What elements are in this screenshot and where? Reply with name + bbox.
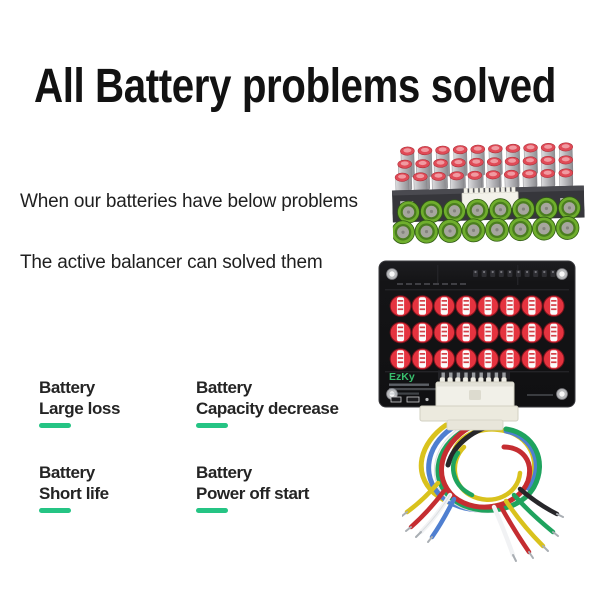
- green-underline: [196, 423, 228, 428]
- problem-line1: Battery: [196, 463, 252, 482]
- solder-pads: [397, 270, 556, 285]
- problem-line1: Battery: [39, 378, 95, 397]
- balancer-board-photo: EzKy: [378, 260, 576, 431]
- problem-line2: Large loss: [39, 399, 121, 418]
- wire-harness-photo: [402, 419, 564, 562]
- problem-line1: Battery: [196, 378, 252, 397]
- problem-line2: Power off start: [196, 484, 310, 503]
- bare-wire-tips: [402, 511, 564, 562]
- red-capacitor-grid: [389, 295, 565, 370]
- mount-holes: [386, 268, 568, 400]
- board-logo: EzKy: [389, 371, 415, 383]
- green-capacitor-rows: [391, 196, 581, 245]
- smd-components: [390, 396, 429, 403]
- intro-line-2: The active balancer can solved them: [20, 252, 323, 273]
- problem-line2: Capacity decrease: [196, 399, 339, 418]
- balancer-module-photo: [391, 142, 585, 245]
- green-underline: [39, 423, 71, 428]
- green-underline: [39, 508, 71, 513]
- problem-line2: Short life: [39, 484, 109, 503]
- white-connector-plug: [419, 381, 519, 431]
- green-underline: [196, 508, 228, 513]
- wire-tails: [404, 480, 560, 558]
- intro-line-1: When our batteries have below problems: [20, 191, 358, 212]
- page-title: All Battery problems solved: [34, 60, 556, 113]
- problem-line1: Battery: [39, 463, 95, 482]
- board-fine-print: [389, 383, 553, 396]
